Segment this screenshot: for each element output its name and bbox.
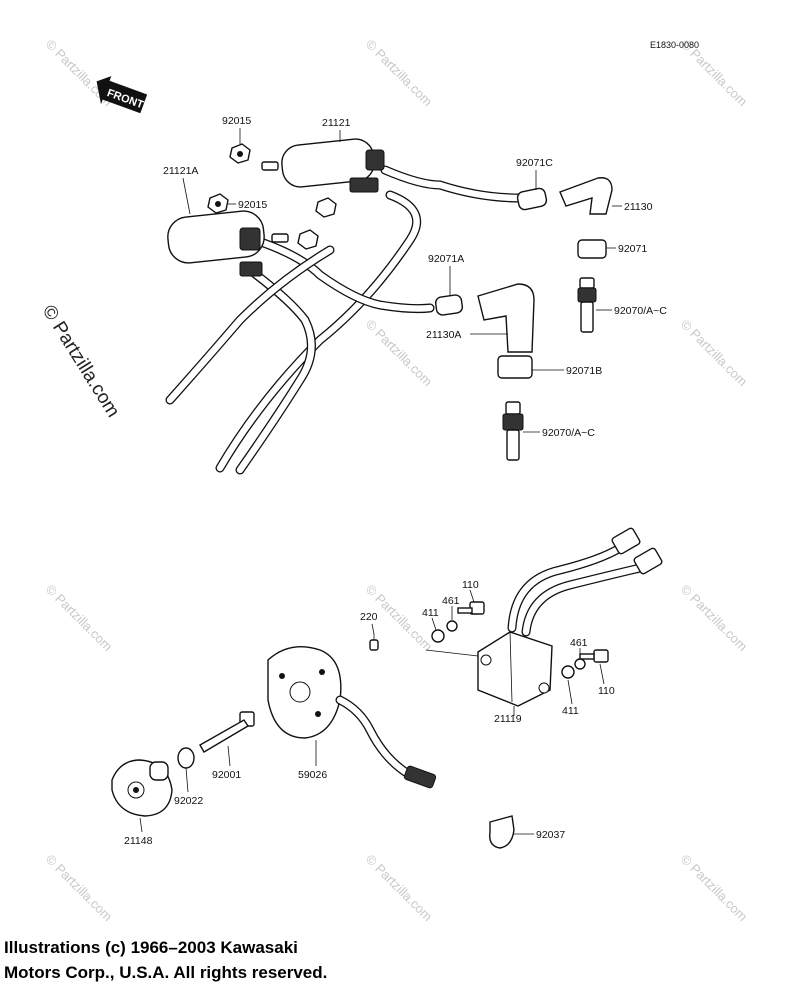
watermark-vertical: © Partzilla.com: [38, 302, 124, 422]
label-461: 461: [570, 637, 588, 649]
label-21130A: 21130A: [426, 329, 461, 341]
label-21130: 21130: [624, 201, 653, 213]
label-220: 220: [360, 611, 378, 623]
seal-92071: [577, 239, 607, 259]
nut-icon: [297, 229, 319, 250]
rotor-21148: [111, 759, 173, 817]
label-92015: 92015: [222, 115, 251, 127]
regulator-21119: [477, 631, 553, 707]
nut-icon: [315, 197, 337, 218]
plug-cap-21130: [559, 177, 613, 215]
watermark: © Partzilla.com: [43, 582, 116, 655]
charging-section: 110 461 411 220 461 110 411 21119 92001 …: [111, 527, 663, 849]
washer-411-icon: [431, 629, 445, 643]
diagram-code: E1830-0080: [650, 40, 699, 50]
copyright-line: Motors Corp., U.S.A. All rights reserved…: [4, 963, 328, 982]
pickup-plate-59026: [267, 646, 437, 789]
ignition-section: 92015 21121 21121A 92015 92071C 21130 92…: [163, 115, 667, 475]
label-92001: 92001: [212, 769, 241, 781]
watermark: © Partzilla.com: [363, 317, 436, 390]
ignition-coil-21121A: [167, 210, 289, 277]
label-21148: 21148: [124, 835, 153, 847]
label-21121A: 21121A: [163, 165, 198, 177]
watermark: © Partzilla.com: [678, 582, 751, 655]
connector-icon: [611, 527, 641, 555]
washer-461-icon: [574, 658, 586, 670]
label-21119: 21119: [494, 713, 522, 725]
clamp-92037-icon: [489, 815, 515, 849]
label-92022: 92022: [174, 795, 203, 807]
watermark: © Partzilla.com: [363, 37, 436, 110]
label-92037: 92037: [536, 829, 565, 841]
label-461: 461: [442, 595, 460, 607]
washer-92022-icon: [177, 747, 195, 769]
label-92015: 92015: [238, 199, 267, 211]
label-92071A: 92071A: [428, 253, 464, 265]
plug-cap-21130A: [477, 283, 535, 353]
label-92070: 92070/A~C: [542, 427, 595, 439]
label-411: 411: [562, 705, 579, 717]
spark-plug-lower: [502, 401, 524, 461]
nut-92015-icon: [207, 193, 229, 214]
spark-plug-upper: [577, 277, 597, 333]
watermark: © Partzilla.com: [678, 317, 751, 390]
copyright-notice: Illustrations (c) 1966–2003 Kawasaki Mot…: [4, 935, 604, 985]
label-92071: 92071: [618, 243, 647, 255]
watermark: © Partzilla.com: [43, 852, 116, 925]
washer-461-icon: [446, 620, 458, 632]
label-21121: 21121: [322, 117, 351, 129]
screw-220-icon: [369, 634, 379, 651]
label-92071C: 92071C: [516, 157, 553, 169]
label-411: 411: [422, 607, 439, 619]
cap-92071C: [516, 187, 548, 211]
label-110: 110: [598, 685, 615, 697]
nut-92015-icon: [229, 143, 251, 164]
seal-92071B: [497, 355, 533, 379]
washer-411-icon: [561, 665, 575, 679]
label-59026: 59026: [298, 769, 327, 781]
bolt-92001-icon: [199, 711, 255, 753]
label-110: 110: [462, 579, 479, 591]
ignition-coil-21121: [261, 138, 385, 193]
label-92071B: 92071B: [566, 365, 602, 377]
bolt-110-icon: [579, 649, 609, 663]
copyright-line: Illustrations (c) 1966–2003 Kawasaki: [4, 938, 298, 957]
bolt-110-icon: [457, 601, 485, 615]
connector-icon: [633, 547, 663, 575]
label-92070: 92070/A~C: [614, 305, 667, 317]
watermark: © Partzilla.com: [678, 852, 751, 925]
cap-92071A: [434, 294, 464, 316]
watermark: © Partzilla.com: [363, 852, 436, 925]
